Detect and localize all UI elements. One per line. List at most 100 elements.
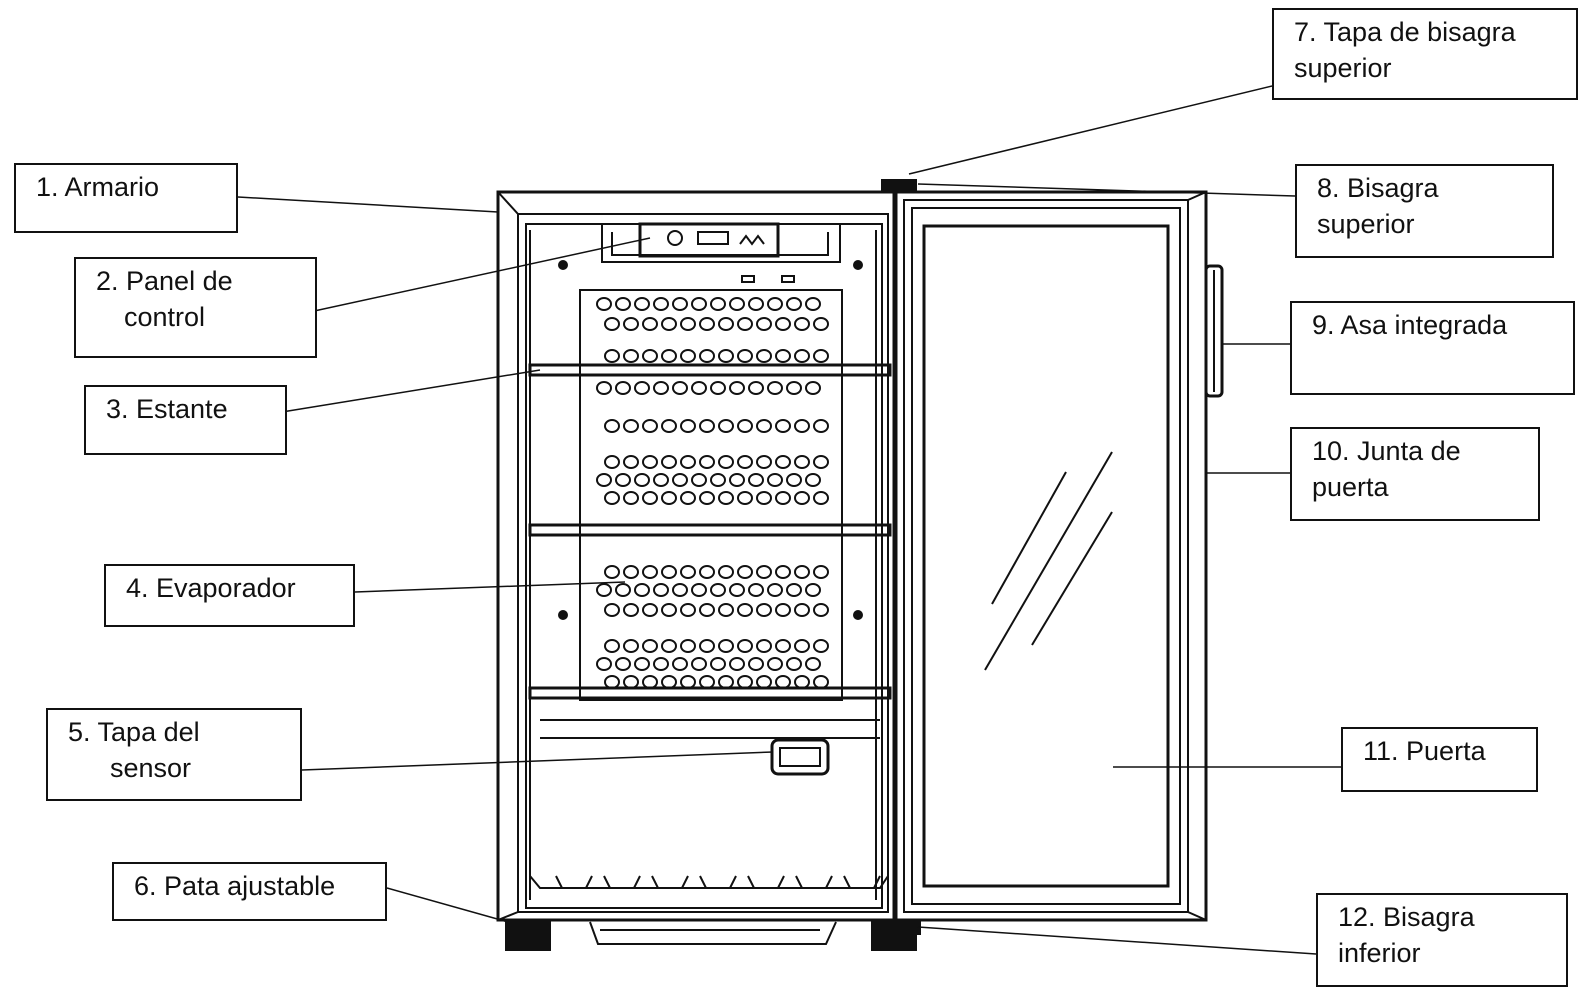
coil-loop <box>786 473 802 487</box>
coil-loop <box>699 491 715 505</box>
coil-loop <box>604 603 620 617</box>
coil-loop <box>653 297 669 311</box>
coil-loop <box>737 639 753 653</box>
coil-loop <box>813 317 829 331</box>
coil-loop <box>756 419 772 433</box>
coil-loop <box>813 639 829 653</box>
integrated-handle <box>1204 264 1224 398</box>
coil-loop <box>775 491 791 505</box>
coil-loop <box>718 565 734 579</box>
coil-loop <box>604 349 620 363</box>
leader-lines <box>237 85 1341 955</box>
coil-loop <box>615 381 631 395</box>
coil-loop <box>710 297 726 311</box>
label-door-gasket: 10. Junta de puerta <box>1290 427 1540 521</box>
coil-loop <box>699 639 715 653</box>
coil-loop <box>737 419 753 433</box>
coil-loop <box>691 657 707 671</box>
label-text: 2. Panel de <box>96 266 233 296</box>
coil-loop <box>661 675 677 689</box>
coil-loop <box>756 491 772 505</box>
coil-loop <box>737 317 753 331</box>
coil-loop <box>737 455 753 469</box>
label-text: superior <box>1294 53 1392 83</box>
coil-loop <box>729 583 745 597</box>
coil-loop <box>794 349 810 363</box>
coil-loop <box>604 317 620 331</box>
coil-loop <box>794 565 810 579</box>
coil-loop <box>642 565 658 579</box>
coil-loop <box>691 473 707 487</box>
coil-loop <box>813 491 829 505</box>
door <box>894 190 1208 922</box>
coil-loop <box>813 603 829 617</box>
coil-loop <box>596 583 612 597</box>
label-text: 4. Evaporador <box>126 573 296 603</box>
coil-loop <box>642 455 658 469</box>
shelves <box>528 363 892 700</box>
coil-loop <box>775 565 791 579</box>
coil-loop <box>737 349 753 363</box>
coil-loop <box>813 565 829 579</box>
coil-loop <box>794 491 810 505</box>
coil-loop <box>661 565 677 579</box>
coil-loop <box>699 419 715 433</box>
coil-loop <box>661 455 677 469</box>
coil-loop <box>767 381 783 395</box>
hinges <box>881 179 921 935</box>
coil-loop <box>718 639 734 653</box>
coil-loop <box>748 297 764 311</box>
coil-loop <box>737 675 753 689</box>
label-text: sensor <box>110 753 192 783</box>
coil-loop <box>794 603 810 617</box>
coil-loop <box>642 675 658 689</box>
coil-loop <box>623 349 639 363</box>
coil-loop <box>672 473 688 487</box>
coil-loop <box>680 317 696 331</box>
coil-loop <box>661 603 677 617</box>
coil-loop <box>623 317 639 331</box>
coil-loop <box>596 657 612 671</box>
coil-loop <box>775 317 791 331</box>
coil-loop <box>680 565 696 579</box>
coil-loop <box>718 317 734 331</box>
label-adjustable-leg: 6. Pata ajustable <box>112 862 387 921</box>
coil-loop <box>813 455 829 469</box>
rack-slot <box>747 875 785 889</box>
coil-loop <box>661 491 677 505</box>
coil-loop <box>699 349 715 363</box>
coil-loop <box>794 675 810 689</box>
coil-loop <box>775 455 791 469</box>
coil-loop <box>748 583 764 597</box>
coil-loop <box>794 455 810 469</box>
label-text: 8. Bisagra <box>1317 173 1439 203</box>
coil-loop <box>775 639 791 653</box>
coil-loop <box>596 473 612 487</box>
coil-loop <box>718 455 734 469</box>
coil-loop <box>691 381 707 395</box>
coil-loop <box>756 317 772 331</box>
label-text: 9. Asa integrada <box>1312 310 1508 340</box>
lower-compartment <box>529 719 889 889</box>
coil-loop <box>699 455 715 469</box>
coil-loop <box>729 381 745 395</box>
coil-loop <box>767 473 783 487</box>
coil-loop <box>634 381 650 395</box>
label-text: 12. Bisagra <box>1338 902 1475 932</box>
coil-loop <box>680 455 696 469</box>
coil-loop <box>813 349 829 363</box>
coil-loop <box>634 657 650 671</box>
coil-loop <box>786 583 802 597</box>
coil-loop <box>805 583 821 597</box>
label-bottom-hinge: 12. Bisagra inferior <box>1316 893 1568 987</box>
coil-loop <box>672 583 688 597</box>
coil-loop <box>805 657 821 671</box>
coil-loop <box>786 297 802 311</box>
label-text: 3. Estante <box>106 394 228 424</box>
coil-loop <box>623 491 639 505</box>
label-evaporator: 4. Evaporador <box>104 564 355 627</box>
coil-loop <box>794 419 810 433</box>
coil-loop <box>794 639 810 653</box>
label-cabinet: 1. Armario <box>14 163 238 233</box>
